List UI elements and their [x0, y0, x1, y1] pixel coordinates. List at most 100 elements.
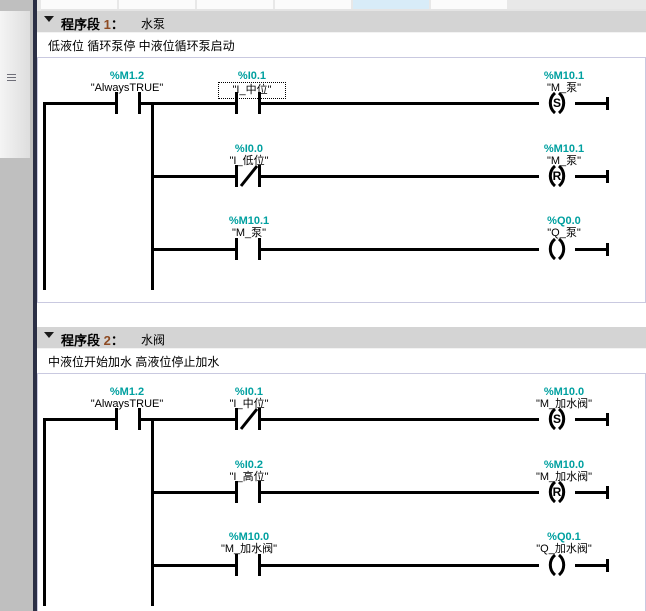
- network-1-ladder[interactable]: %M1.2 "AlwaysTRUE" %I0.1 "I_中位" %M10.1 "…: [37, 58, 646, 303]
- rung-1-3-end-tick: [606, 243, 609, 256]
- rung-1-3-contact-0-no[interactable]: [235, 238, 261, 260]
- rung-2-2-coil-symbol: "M_加水阀": [535, 471, 593, 483]
- rung-2-2-wire-b: [261, 491, 539, 494]
- rung-1-1-contact-0-symbol: "AlwaysTRUE": [90, 82, 164, 94]
- rung-2-1-contact-0-symbol: "AlwaysTRUE": [90, 398, 164, 410]
- rung-1-2-contact-0-nc[interactable]: [235, 165, 261, 187]
- rung-2-1-wire-c: [261, 418, 539, 421]
- rung-1-3-wire-c: [575, 248, 609, 251]
- rung-1-3-coil-out[interactable]: [539, 238, 575, 260]
- grip-handle-icon: [7, 74, 16, 81]
- rung-1-1-wire-c: [261, 102, 539, 105]
- rung-1-2-wire-c: [575, 175, 609, 178]
- rung-2-1-coil-address: %M10.0: [543, 386, 585, 398]
- network-2-separator: ：: [110, 333, 124, 348]
- network-2-label: 程序段: [61, 333, 101, 348]
- toolbar-cell-1[interactable]: [119, 0, 195, 9]
- network-1-label: 程序段: [61, 17, 101, 32]
- network-2-comment-row[interactable]: 中液位开始加水 高液位停止加水: [37, 349, 646, 374]
- rung-2-1-contact-1-nc[interactable]: [235, 408, 261, 430]
- network-2-number: 2: [103, 333, 111, 348]
- rung-2-1-wire-d: [575, 418, 609, 421]
- vertical-divider: [33, 0, 37, 611]
- rung-2-3-coil-label: %Q0.1 "Q_加水阀": [500, 531, 628, 556]
- toolbar-cell-3[interactable]: [275, 0, 351, 9]
- rung-2-3-end-tick: [606, 559, 609, 572]
- rung-1-1-contact-0-label: %M1.2 "AlwaysTRUE": [74, 70, 180, 95]
- rung-2-2-contact-0-symbol: "I_高位": [229, 471, 269, 483]
- rung-2-1-wire-a: [43, 418, 115, 421]
- network-1-header[interactable]: 程序段 1： 水泵: [37, 11, 646, 33]
- network-1-comment: 低液位 循环泵停 中液位循环泵启动: [48, 39, 235, 53]
- network-2-header[interactable]: 程序段 2： 水阀: [37, 327, 646, 349]
- network-2-name: 水阀: [141, 333, 166, 347]
- rung-2-2-end-tick: [606, 486, 609, 499]
- rung-1-1-coil-symbol: "M_泵": [546, 82, 582, 94]
- rung-2-3-coil-address: %Q0.1: [547, 531, 581, 543]
- triangle-down-icon[interactable]: [44, 332, 54, 338]
- rung-1-3-coil-symbol: "Q_泵": [547, 227, 581, 239]
- rung-1-3-wire-a: [151, 248, 235, 251]
- rung-2-2-coil-reset[interactable]: R: [539, 481, 575, 503]
- rung-2-3-wire-a: [151, 564, 235, 567]
- rung-1-3-contact-0-label: %M10.1 "M_泵": [193, 215, 305, 240]
- rung-2-3-contact-0-address: %M10.0: [228, 531, 270, 543]
- rung-2-2-wire-c: [575, 491, 609, 494]
- network-2-ladder[interactable]: %M1.2 "AlwaysTRUE" %I0.1 "I_中位" %M10.0 "…: [37, 374, 646, 611]
- rung-1-2-coil-reset[interactable]: R: [539, 165, 575, 187]
- rung-2-1-contact-1-label: %I0.1 "I_中位": [193, 386, 305, 411]
- rung-2-1-contact-0-label: %M1.2 "AlwaysTRUE": [74, 386, 180, 411]
- panel-splitter[interactable]: [0, 11, 30, 158]
- rung-1-1-wire-d: [575, 102, 609, 105]
- rung-1-1-contact-1-label[interactable]: %I0.1 "I_中位": [193, 70, 311, 99]
- rung-2-3-contact-0-no[interactable]: [235, 554, 261, 576]
- network-1-name: 水泵: [141, 17, 166, 31]
- rung-2-2-contact-0-no[interactable]: [235, 481, 261, 503]
- toolbar-cell-0[interactable]: [41, 0, 117, 9]
- rung-1-1-contact-0-address: %M1.2: [109, 70, 145, 82]
- network-2-title: 程序段 2：: [61, 330, 124, 349]
- rung-1-2-coil-letter: R: [552, 169, 562, 183]
- rung-1-1-coil-address: %M10.1: [543, 70, 585, 82]
- toolbar-cell-2[interactable]: [197, 0, 273, 9]
- rung-1-2-coil-address: %M10.1: [543, 143, 585, 155]
- rung-2-3-coil-symbol: "Q_加水阀": [536, 543, 592, 555]
- rung-1-1-contact-1-no[interactable]: [235, 92, 261, 114]
- rung-2-3-wire-c: [575, 564, 609, 567]
- rung-2-2-coil-address: %M10.0: [543, 459, 585, 471]
- rung-1-1-wire-b: [141, 102, 235, 105]
- rung-1-1-contact-0-no[interactable]: [115, 92, 141, 114]
- rung-2-2-contact-0-label: %I0.2 "I_高位": [193, 459, 305, 484]
- triangle-down-icon[interactable]: [44, 16, 54, 22]
- network-1-comment-row[interactable]: 低液位 循环泵停 中液位循环泵启动: [37, 33, 646, 58]
- rung-2-1-coil-set[interactable]: S: [539, 408, 575, 430]
- rung-2-1-contact-0-address: %M1.2: [109, 386, 145, 398]
- rung-1-3-wire-b: [261, 248, 539, 251]
- rung-1-2-wire-b: [261, 175, 539, 178]
- rung-1-3-contact-0-address: %M10.1: [228, 215, 270, 227]
- rung-2-1-contact-1-symbol: "I_中位": [229, 398, 269, 410]
- rung-2-1-coil-letter: S: [552, 412, 561, 426]
- rung-2-1-end-tick: [606, 413, 609, 426]
- toolbar-cell-5[interactable]: [431, 0, 507, 9]
- rung-1-3-coil-address: %Q0.0: [547, 215, 581, 227]
- rung-1-3-contact-0-symbol: "M_泵": [231, 227, 267, 239]
- network-1-separator: ：: [110, 17, 124, 32]
- rung-2-2-coil-letter: R: [552, 485, 562, 499]
- rung-2-2-wire-a: [151, 491, 235, 494]
- power-rail-left-2: [43, 418, 46, 606]
- network-2-comment: 中液位开始加水 高液位停止加水: [48, 355, 220, 369]
- toolbar-cell-4-selected[interactable]: [353, 0, 429, 9]
- rung-1-2-contact-0-address: %I0.0: [234, 143, 264, 155]
- rung-2-1-wire-b: [141, 418, 235, 421]
- rung-1-1-contact-1-symbol: "I_中位": [217, 82, 287, 99]
- rung-2-1-contact-0-no[interactable]: [115, 408, 141, 430]
- network-1: 程序段 1： 水泵 低液位 循环泵停 中液位循环泵启动 %M1.2 "Alway…: [37, 11, 646, 303]
- rung-1-3-coil-label: %Q0.0 "Q_泵": [506, 215, 622, 240]
- network-2: 程序段 2： 水阀 中液位开始加水 高液位停止加水 %M1.2 "AlwaysT…: [37, 327, 646, 611]
- rung-1-1-coil-set[interactable]: S: [539, 92, 575, 114]
- network-2-branch-rail: [151, 418, 154, 606]
- toolbar-strip: [0, 0, 646, 11]
- rung-2-3-coil-out[interactable]: [539, 554, 575, 576]
